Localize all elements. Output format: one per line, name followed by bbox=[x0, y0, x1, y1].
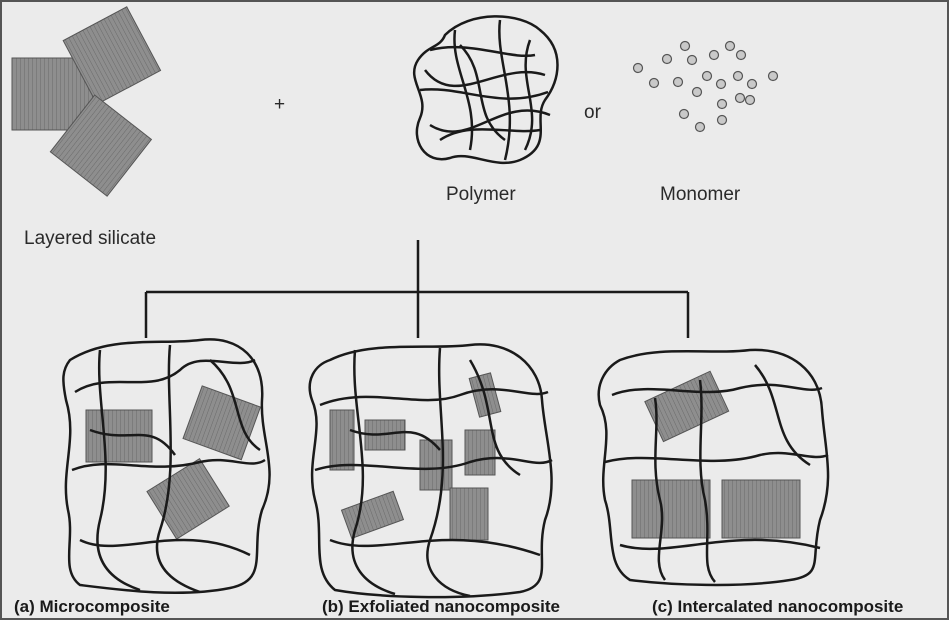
monomer-dots-icon bbox=[634, 42, 778, 132]
plus-operator: + bbox=[274, 94, 285, 116]
microcomposite-label: (a) Microcomposite bbox=[14, 597, 170, 617]
exfoliated-illustration bbox=[310, 344, 552, 597]
polymer-label: Polymer bbox=[446, 184, 516, 206]
polymer-coil-icon bbox=[414, 16, 557, 163]
monomer-label: Monomer bbox=[660, 184, 740, 206]
layered-silicate-label: Layered silicate bbox=[24, 228, 156, 250]
or-operator: or bbox=[584, 102, 601, 124]
layered-silicate-icon bbox=[12, 7, 161, 196]
microcomposite-illustration bbox=[63, 339, 269, 592]
exfoliated-nanocomposite-label: (b) Exfoliated nanocomposite bbox=[322, 597, 560, 617]
intercalated-illustration bbox=[599, 350, 828, 585]
intercalated-nanocomposite-label: (c) Intercalated nanocomposite bbox=[652, 597, 903, 617]
branch-connector bbox=[146, 240, 688, 338]
